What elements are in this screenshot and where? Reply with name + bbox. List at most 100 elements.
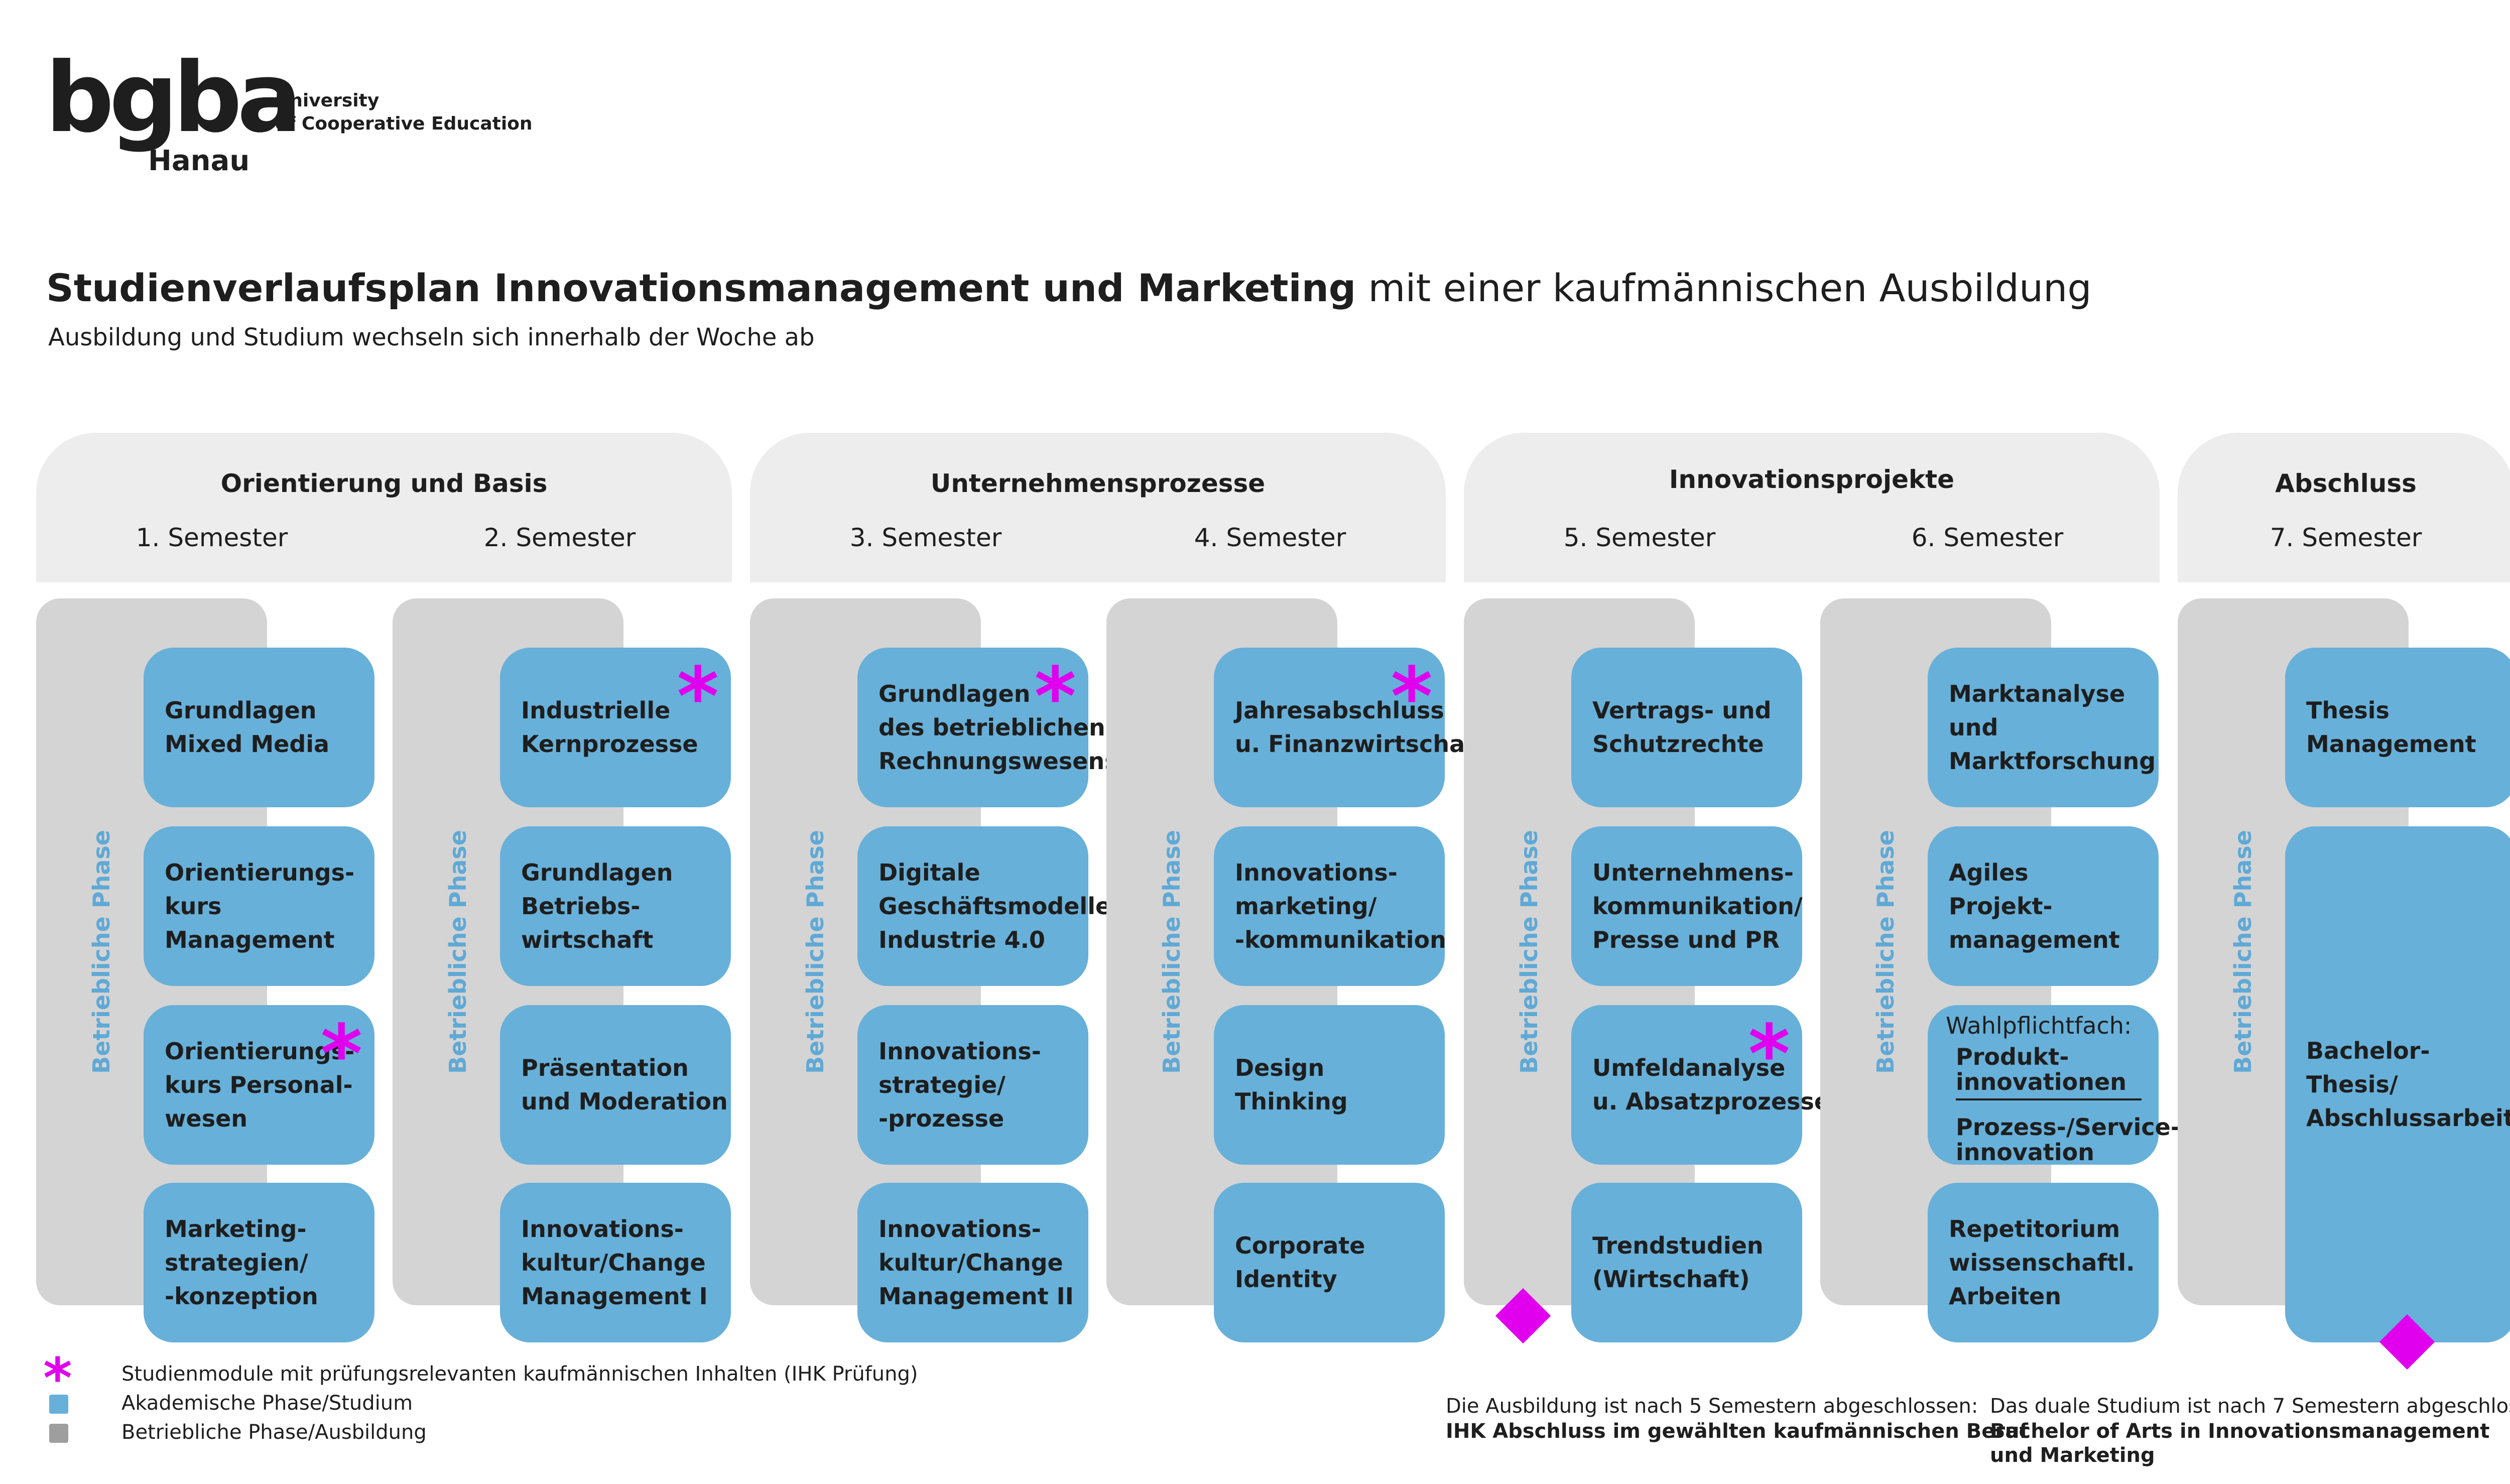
elective-option[interactable]: Prozess-/Service-innovation — [1956, 1115, 2180, 1165]
page-title-bold: Studienverlaufsplan Innovationsmanagemen… — [46, 266, 1356, 310]
module-title-line: wesen — [165, 1104, 248, 1132]
module-title-line: Jahresabschluss — [1235, 697, 1444, 724]
connector — [545, 1162, 605, 1180]
module-title-line: Mixed Media — [165, 730, 330, 758]
module-title-line: des betrieblichen — [878, 713, 1105, 741]
module-card[interactable]: Unternehmens-kommunikation/Presse und PR — [1571, 826, 1803, 986]
module-title-line: Management — [2306, 730, 2476, 758]
semester-label: 1. Semester — [136, 523, 288, 552]
module-card[interactable]: Marketing-strategien/-konzeption — [144, 1183, 374, 1342]
ihk-star-icon: * — [1391, 650, 1433, 744]
phase-label: Betriebliche Phase — [444, 830, 471, 1074]
module-title-line: Trendstudien — [1592, 1232, 1764, 1259]
module-title-line: Management — [165, 926, 335, 953]
connector — [903, 1162, 963, 1180]
page-title: Studienverlaufsplan Innovationsmanagemen… — [46, 269, 2092, 307]
module-card[interactable]: Bachelor-Thesis/Abschlussarbeit — [2285, 826, 2510, 1342]
module-card[interactable]: Jahresabschluss u. Finanzwirtschaft* — [1214, 648, 1486, 807]
module-title-line: Marktforschung — [1949, 747, 2156, 775]
module-title-line: Identity — [1235, 1266, 1337, 1293]
group-title: Abschluss — [2275, 469, 2417, 498]
module-title-line: Presse und PR — [1592, 926, 1780, 953]
module-title-line: Management II — [878, 1282, 1074, 1310]
semester-label: 3. Semester — [849, 523, 1002, 552]
connector — [1973, 983, 2033, 1001]
connector — [545, 804, 605, 822]
legend-label-ihk: Studienmodule mit prüfungsrelevanten kau… — [121, 1363, 918, 1386]
module-title-line: Grundlagen — [165, 697, 317, 724]
module-title-line: wirtschaft — [521, 926, 654, 953]
module-title-line: Marketing- — [165, 1215, 307, 1243]
logo-subtitle-line2: of Cooperative Education — [275, 113, 533, 134]
group-header-innovationsprojekte: Innovationsprojekte 5. Semester 6. Semes… — [1464, 433, 2160, 582]
module-title: Bachelor-Thesis/Abschlussarbeit — [2306, 826, 2510, 1342]
module-title-line: Thesis — [2306, 697, 2390, 724]
connector — [545, 983, 605, 1001]
module-title-line: Repetitorium — [1949, 1215, 2120, 1243]
module-title-line: Design — [1235, 1054, 1325, 1081]
module-title-line: kommunikation/ — [1592, 892, 1803, 920]
module-title-line: kurs — [165, 892, 222, 920]
module-title-line: Industrielle — [521, 697, 671, 724]
module-title-line: kultur/Change — [521, 1249, 706, 1276]
module-title-line: -konzeption — [165, 1282, 318, 1310]
module-title-line: Betriebs- — [521, 892, 641, 920]
module-title-line: Rechnungswesens — [878, 747, 1118, 775]
group-title: Innovationsprojekte — [1669, 465, 1955, 494]
module-title-line: -prozesse — [878, 1104, 1005, 1132]
connector — [903, 983, 963, 1001]
semester-label: 5. Semester — [1563, 523, 1716, 552]
module-title-line: Thesis/ — [2306, 1070, 2398, 1098]
module-card[interactable]: Innovations-strategie/-prozesse — [857, 1005, 1088, 1165]
module-card[interactable]: Trendstudien(Wirtschaft) — [1571, 1183, 1802, 1342]
connector — [1616, 804, 1677, 822]
module-card[interactable]: Innovations-marketing/-kommunikation — [1214, 826, 1446, 986]
connector — [1259, 804, 1319, 822]
module-title-line: Präsentation — [521, 1054, 689, 1081]
page-title-light: mit einer kaufmännischen Ausbildung — [1368, 266, 2092, 310]
group-title: Orientierung und Basis — [220, 469, 548, 498]
module-title-line: Marktanalyse — [1949, 680, 2125, 707]
module-card[interactable]: Orientierungs-kurs Personal-wesen* — [144, 1005, 374, 1165]
module-title: Innovations-strategie/-prozesse — [878, 1005, 1041, 1165]
logo-wordmark: bgba — [45, 42, 302, 154]
module-title-line: Agiles — [1949, 858, 2029, 886]
phase-label: Betriebliche Phase — [802, 830, 829, 1074]
elective-option[interactable]: Produkt-innovationen — [1956, 1044, 2126, 1094]
module-title-line: Geschäftsmodelle — [878, 892, 1111, 920]
note-ausbildung-line1: Die Ausbildung ist nach 5 Semestern abge… — [1446, 1395, 1978, 1418]
module-title-line: Projekt- — [1949, 892, 2053, 920]
module-title-line: u. Finanzwirtschaft — [1235, 730, 1486, 758]
module-title-line: Kernprozesse — [521, 730, 698, 758]
semester-label: 6. Semester — [1911, 523, 2064, 552]
note-studium-line3: und Marketing — [1990, 1444, 2155, 1467]
note-studium-line1: Das duale Studium ist nach 7 Semestern a… — [1990, 1395, 2510, 1418]
legend-label-company: Betriebliche Phase/Ausbildung — [121, 1421, 427, 1444]
module-title: Jahresabschluss u. Finanzwirtschaft — [1235, 648, 1486, 807]
